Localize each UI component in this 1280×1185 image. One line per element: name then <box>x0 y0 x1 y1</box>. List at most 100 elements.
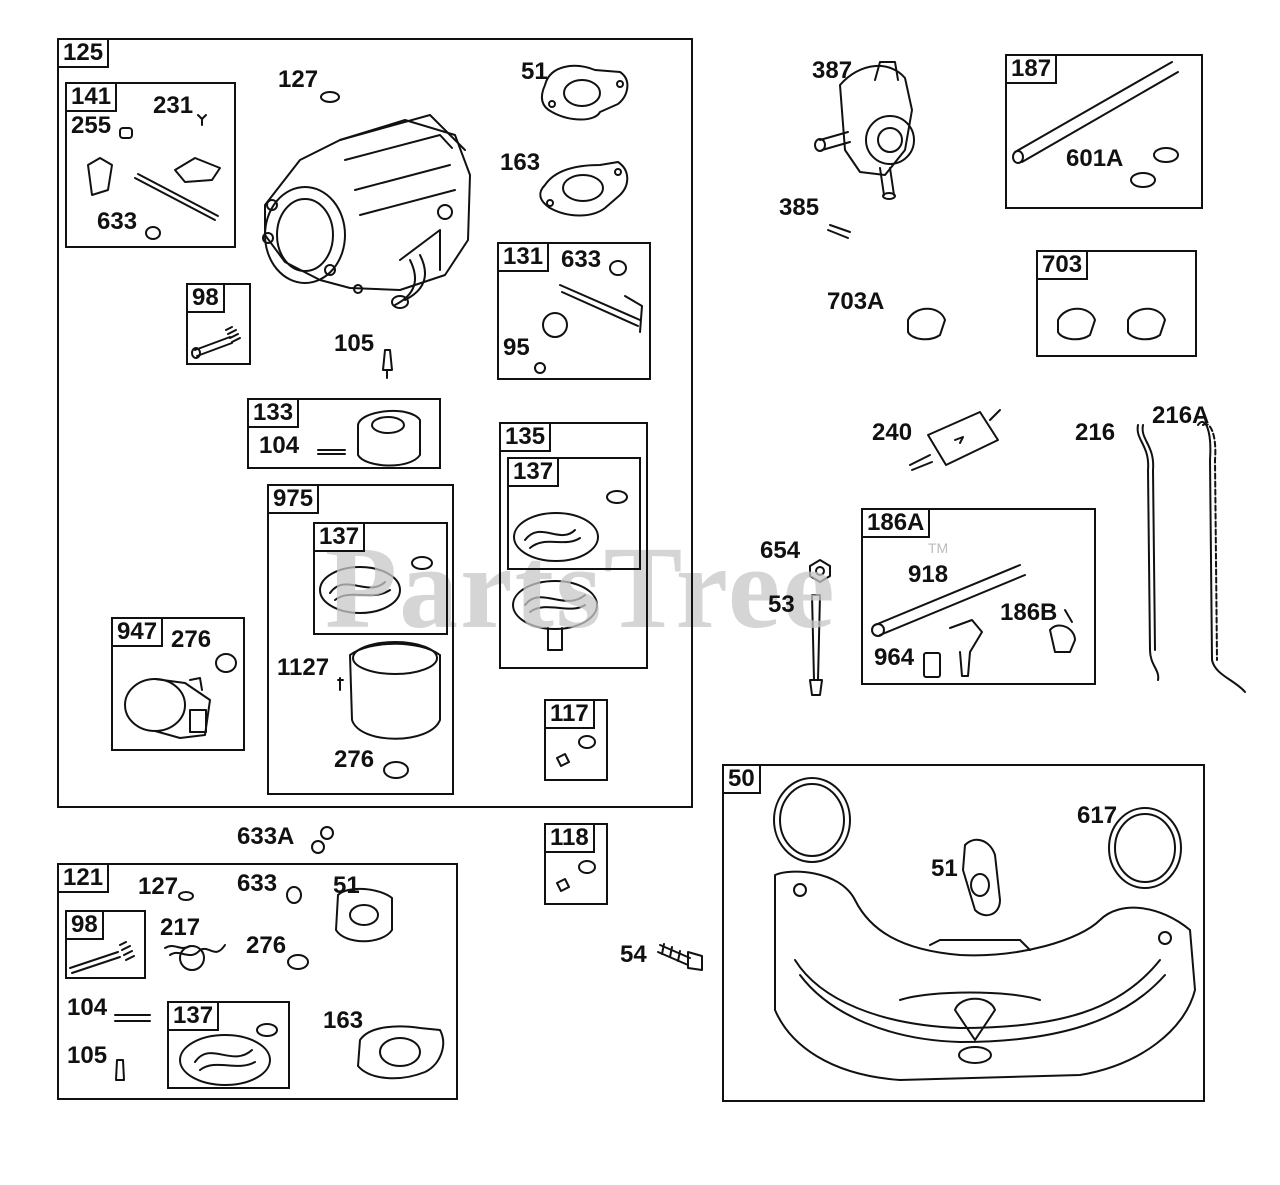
group-tag-98: 98 <box>65 910 104 940</box>
callout-105: 105 <box>67 1042 108 1069</box>
part-186a-kit <box>871 564 1076 678</box>
group-box-135: 135 <box>499 422 648 669</box>
group-tag-187: 187 <box>1005 54 1058 84</box>
callout-186b: 186B <box>1000 599 1058 626</box>
callout-601a: 601A <box>1066 145 1124 172</box>
callout-104: 104 <box>259 432 300 459</box>
callout-1127: 1127 <box>277 654 330 681</box>
callout-216: 216 <box>1075 419 1116 446</box>
group-box-131: 131 <box>497 242 651 380</box>
group-tag-125: 125 <box>57 38 110 68</box>
callout-276: 276 <box>246 932 287 959</box>
trademark-mark: TM <box>928 540 949 556</box>
group-box-50: 50 <box>722 764 1205 1102</box>
callout-127: 127 <box>278 66 319 93</box>
callout-617: 617 <box>1077 802 1118 829</box>
part-216a-linkage <box>1197 421 1246 693</box>
callout-104: 104 <box>67 994 108 1021</box>
part-975-kit <box>319 556 441 779</box>
part-131-kit <box>534 260 643 374</box>
part-633a-bushing <box>311 826 334 854</box>
group-box-186a: 186A <box>861 508 1096 685</box>
group-box-125: 125 <box>57 38 693 808</box>
group-tag-117: 117 <box>544 699 595 729</box>
group-box-137-in-135: 137 <box>507 457 641 570</box>
part-117-kit <box>556 735 596 767</box>
watermark: PartsTree <box>325 522 837 653</box>
callout-654: 654 <box>760 537 801 564</box>
callout-95: 95 <box>503 334 530 361</box>
callout-633: 633 <box>237 870 278 897</box>
callout-163: 163 <box>323 1007 364 1034</box>
callout-54: 54 <box>620 941 647 968</box>
part-carburetor <box>262 114 471 309</box>
group-box-975: 975 <box>267 484 454 795</box>
group-tag-975: 975 <box>267 484 320 514</box>
group-box-187: 187 <box>1005 54 1203 209</box>
group-tag-137: 137 <box>313 522 366 552</box>
callout-703a: 703A <box>827 288 885 315</box>
group-tag-131: 131 <box>497 242 550 272</box>
callout-918: 918 <box>908 561 949 588</box>
part-105-needle <box>382 349 393 379</box>
group-box-137-in-121: 137 <box>167 1001 290 1089</box>
callout-240: 240 <box>872 419 913 446</box>
callout-51: 51 <box>521 58 548 85</box>
callout-633: 633 <box>97 208 138 235</box>
group-tag-121: 121 <box>57 863 110 893</box>
group-box-947: 947 <box>111 617 245 751</box>
callout-53: 53 <box>768 591 795 618</box>
group-box-137-in-975: 137 <box>313 522 448 635</box>
part-53-stud <box>809 594 823 696</box>
group-box-141: 141 <box>65 82 236 248</box>
part-654-nut <box>809 559 831 583</box>
callout-51: 51 <box>931 855 958 882</box>
part-133-kit <box>317 409 421 467</box>
part-703-clamps <box>1057 307 1166 341</box>
group-tag-703: 703 <box>1036 250 1089 280</box>
part-54-bolt <box>657 943 703 971</box>
group-tag-137: 137 <box>507 457 560 487</box>
callout-385: 385 <box>779 194 820 221</box>
group-tag-118: 118 <box>544 823 595 853</box>
group-box-133: 133 <box>247 398 441 469</box>
callout-276: 276 <box>171 626 212 653</box>
callout-255: 255 <box>71 112 112 139</box>
group-tag-135: 135 <box>499 422 552 452</box>
group-tag-947: 947 <box>111 617 164 647</box>
callout-216a: 216A <box>1152 402 1210 429</box>
callout-51: 51 <box>333 872 360 899</box>
group-box-98: 98 <box>186 283 251 365</box>
callout-633: 633 <box>561 246 602 273</box>
group-tag-98: 98 <box>186 283 225 313</box>
part-141-kit <box>87 114 221 240</box>
part-947-solenoid <box>124 653 237 739</box>
group-box-121: 121 <box>57 863 458 1100</box>
group-tag-50: 50 <box>722 764 761 794</box>
part-703a-clamp <box>907 307 946 341</box>
group-tag-137: 137 <box>167 1001 220 1031</box>
callout-217: 217 <box>160 914 201 941</box>
part-98-kit <box>191 326 241 359</box>
group-box-117: 117 <box>544 699 608 781</box>
callout-231: 231 <box>153 92 194 119</box>
part-163-gasket <box>539 161 629 217</box>
group-box-98-in-121: 98 <box>65 910 146 979</box>
callout-633a: 633A <box>237 823 295 850</box>
callout-163: 163 <box>500 149 541 176</box>
part-187-fuel-line <box>1012 61 1179 188</box>
group-tag-186a: 186A <box>861 508 931 538</box>
group-tag-133: 133 <box>247 398 300 428</box>
part-127-oring <box>320 91 340 103</box>
part-240-fuel-filter <box>909 409 1001 471</box>
group-box-118: 118 <box>544 823 608 905</box>
part-118-kit <box>556 860 596 892</box>
part-50-manifold <box>773 777 1196 1081</box>
callout-276: 276 <box>334 746 375 773</box>
callout-127: 127 <box>138 873 179 900</box>
callout-964: 964 <box>874 644 915 671</box>
group-tag-141: 141 <box>65 82 118 112</box>
part-51-gasket <box>540 64 629 121</box>
part-216-linkage <box>1136 424 1160 681</box>
